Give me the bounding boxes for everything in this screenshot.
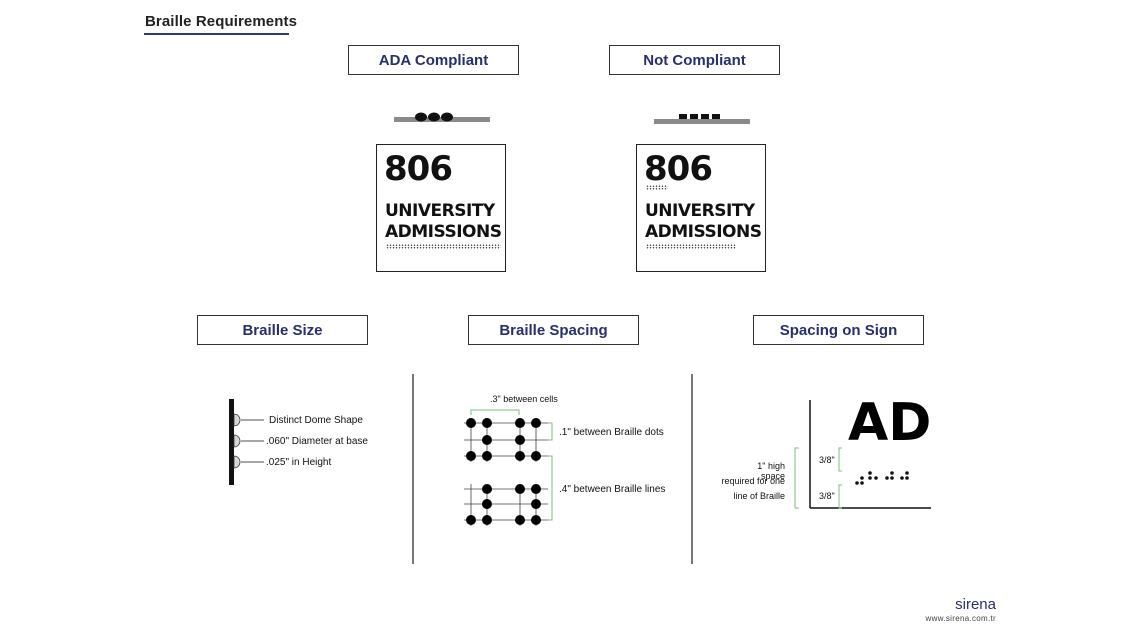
dome-shape-label: Distinct Dome Shape bbox=[269, 415, 363, 426]
dome-height-label: .025" in Height bbox=[266, 457, 332, 468]
sign-line-1: UNIVERSITY bbox=[385, 201, 495, 221]
dot-spacing-label: .1" between Braille dots bbox=[559, 427, 664, 438]
not-compliant-label: Not Compliant bbox=[609, 45, 780, 75]
top-measure-label: 3/8" bbox=[819, 455, 835, 465]
note-line-1: 1" high space bbox=[757, 461, 785, 481]
spacing-on-sign-label: Spacing on Sign bbox=[753, 315, 924, 345]
section-divider bbox=[691, 374, 693, 564]
sign-spacing-diagram bbox=[794, 400, 931, 509]
cell-spacing-label: .3" between cells bbox=[490, 394, 558, 404]
compliant-dome-profile bbox=[394, 112, 490, 122]
bottom-measure-label: 3/8" bbox=[819, 491, 835, 501]
line-spacing-label: .4" between Braille lines bbox=[559, 484, 666, 495]
note-line-2: required for one bbox=[721, 476, 785, 486]
sign-number: 806 bbox=[384, 149, 453, 189]
title-underline bbox=[144, 33, 289, 35]
brand-url[interactable]: www.sirena.com.tr bbox=[925, 614, 996, 623]
sign-line-2: ADMISSIONS bbox=[385, 222, 502, 242]
compliant-sign: 806 UNIVERSITY ADMISSIONS bbox=[376, 144, 506, 272]
braille-size-label: Braille Size bbox=[197, 315, 368, 345]
ada-compliant-label: ADA Compliant bbox=[348, 45, 519, 75]
braille-text bbox=[646, 244, 736, 249]
note-line-3: line of Braille bbox=[733, 491, 785, 501]
braille-number bbox=[646, 185, 668, 190]
sign-number: 806 bbox=[644, 149, 713, 189]
sign-line-2: ADMISSIONS bbox=[645, 222, 762, 242]
sign-letters: AD bbox=[848, 393, 932, 453]
brand-logo: sirena bbox=[955, 596, 996, 613]
sign-line-1: UNIVERSITY bbox=[645, 201, 755, 221]
dome-diameter-label: .060" Diameter at base bbox=[266, 436, 368, 447]
noncompliant-flat-profile bbox=[654, 114, 750, 124]
dome-size-diagram bbox=[229, 399, 264, 485]
section-divider bbox=[412, 374, 414, 564]
braille-spacing-grid bbox=[464, 409, 553, 526]
braille-text bbox=[386, 244, 501, 249]
noncompliant-sign: 806 UNIVERSITY ADMISSIONS bbox=[636, 144, 766, 272]
braille-spacing-label: Braille Spacing bbox=[468, 315, 639, 345]
page-title: Braille Requirements bbox=[145, 13, 298, 30]
